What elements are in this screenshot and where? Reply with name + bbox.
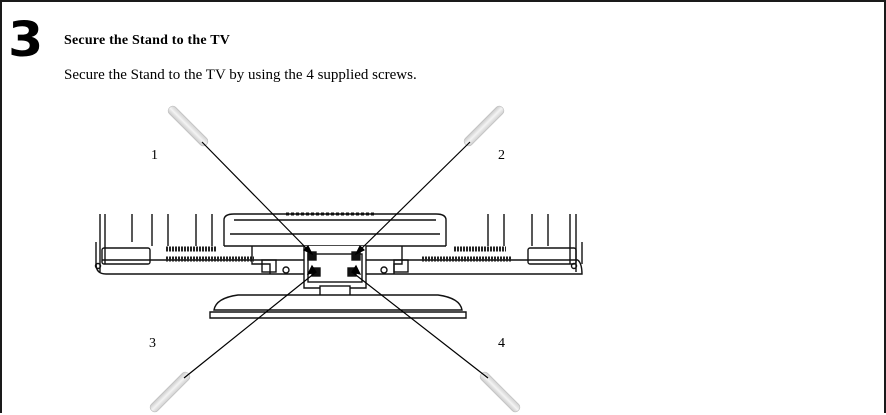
stand-base xyxy=(209,294,467,319)
callout-2: 2 xyxy=(498,148,505,163)
step-title: Secure the Stand to the TV xyxy=(64,33,231,48)
step-description: Secure the Stand to the TV by using the … xyxy=(64,67,417,83)
screw-3-icon xyxy=(149,371,191,413)
callout-3: 3 xyxy=(149,336,156,351)
screw-4-icon xyxy=(479,371,521,413)
screw-2-icon xyxy=(463,105,505,147)
stand-neck xyxy=(303,246,367,301)
callout-1: 1 xyxy=(151,148,158,163)
callout-4: 4 xyxy=(498,336,505,351)
screw-1-icon xyxy=(167,105,209,147)
step-number: 3 xyxy=(8,12,44,68)
leader-lines xyxy=(183,141,489,379)
